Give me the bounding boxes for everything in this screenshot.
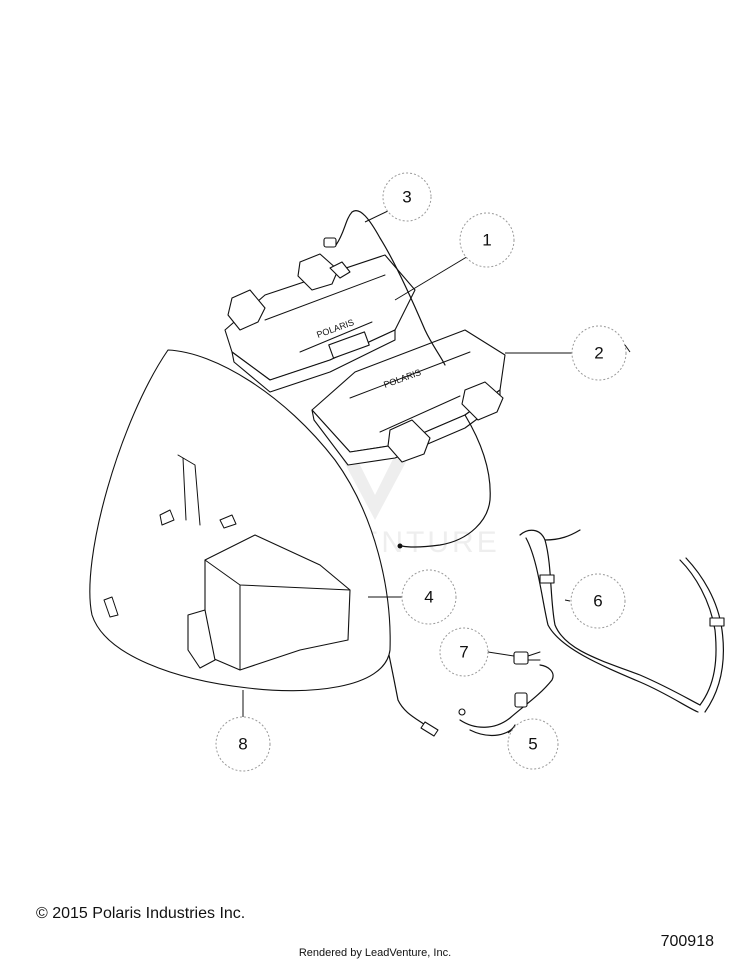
rendered-by-text: Rendered by LeadVenture, Inc. (298, 947, 452, 959)
svg-text:1: 1 (482, 230, 491, 249)
wire-lead-3 (323, 210, 446, 366)
harness-5 (458, 664, 554, 737)
copyright-text: © 2015 Polaris Industries Inc. (36, 905, 246, 922)
callout-4: 4 (368, 569, 457, 625)
svg-text:8: 8 (238, 734, 247, 753)
callout-3: 3 (364, 172, 432, 223)
svg-text:4: 4 (424, 587, 433, 606)
callout-5: 5 (507, 718, 559, 770)
svg-text:2: 2 (594, 343, 603, 362)
callout-1: 1 (394, 212, 515, 301)
svg-text:5: 5 (528, 734, 537, 753)
svg-text:6: 6 (593, 591, 602, 610)
callout-6: 6 (564, 573, 626, 629)
storage-box-right: POLARIS (311, 329, 506, 466)
harness-6 (519, 529, 725, 713)
svg-text:7: 7 (459, 642, 468, 661)
compartment-tub-assembly (89, 349, 391, 692)
svg-text:3: 3 (402, 187, 411, 206)
box-cable (397, 414, 491, 549)
connector-7 (513, 651, 541, 665)
storage-box-left: POLARIS (224, 253, 416, 393)
callout-7: 7 (439, 627, 515, 677)
callout-8: 8 (215, 690, 271, 772)
diagram-number: 700918 (660, 933, 714, 950)
callout-2: 2 (505, 325, 631, 381)
